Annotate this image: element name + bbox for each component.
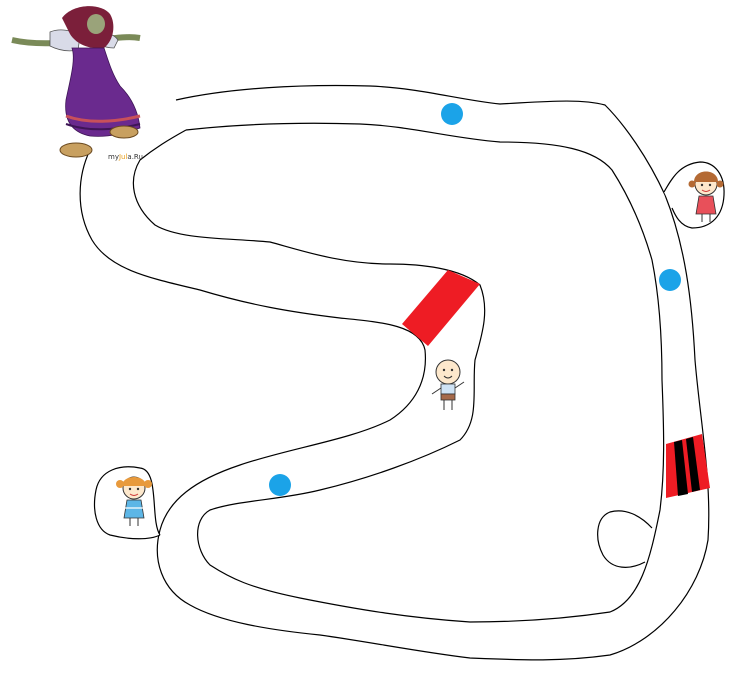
watermark: myJula.Ru — [108, 153, 143, 161]
girl-right[interactable] — [688, 171, 724, 223]
girl-left[interactable] — [116, 476, 152, 526]
road-outer-edge — [79, 84, 710, 661]
blue-dot-marker[interactable] — [659, 269, 681, 291]
blue-dot-marker[interactable] — [269, 474, 291, 496]
red-black-barrier[interactable] — [666, 434, 710, 498]
boy[interactable] — [431, 359, 465, 410]
blue-dot-marker[interactable] — [441, 103, 463, 125]
road-loop — [597, 510, 653, 568]
witch — [11, 6, 141, 158]
road-inner-edge — [132, 122, 665, 623]
red-barrier[interactable] — [402, 270, 480, 346]
